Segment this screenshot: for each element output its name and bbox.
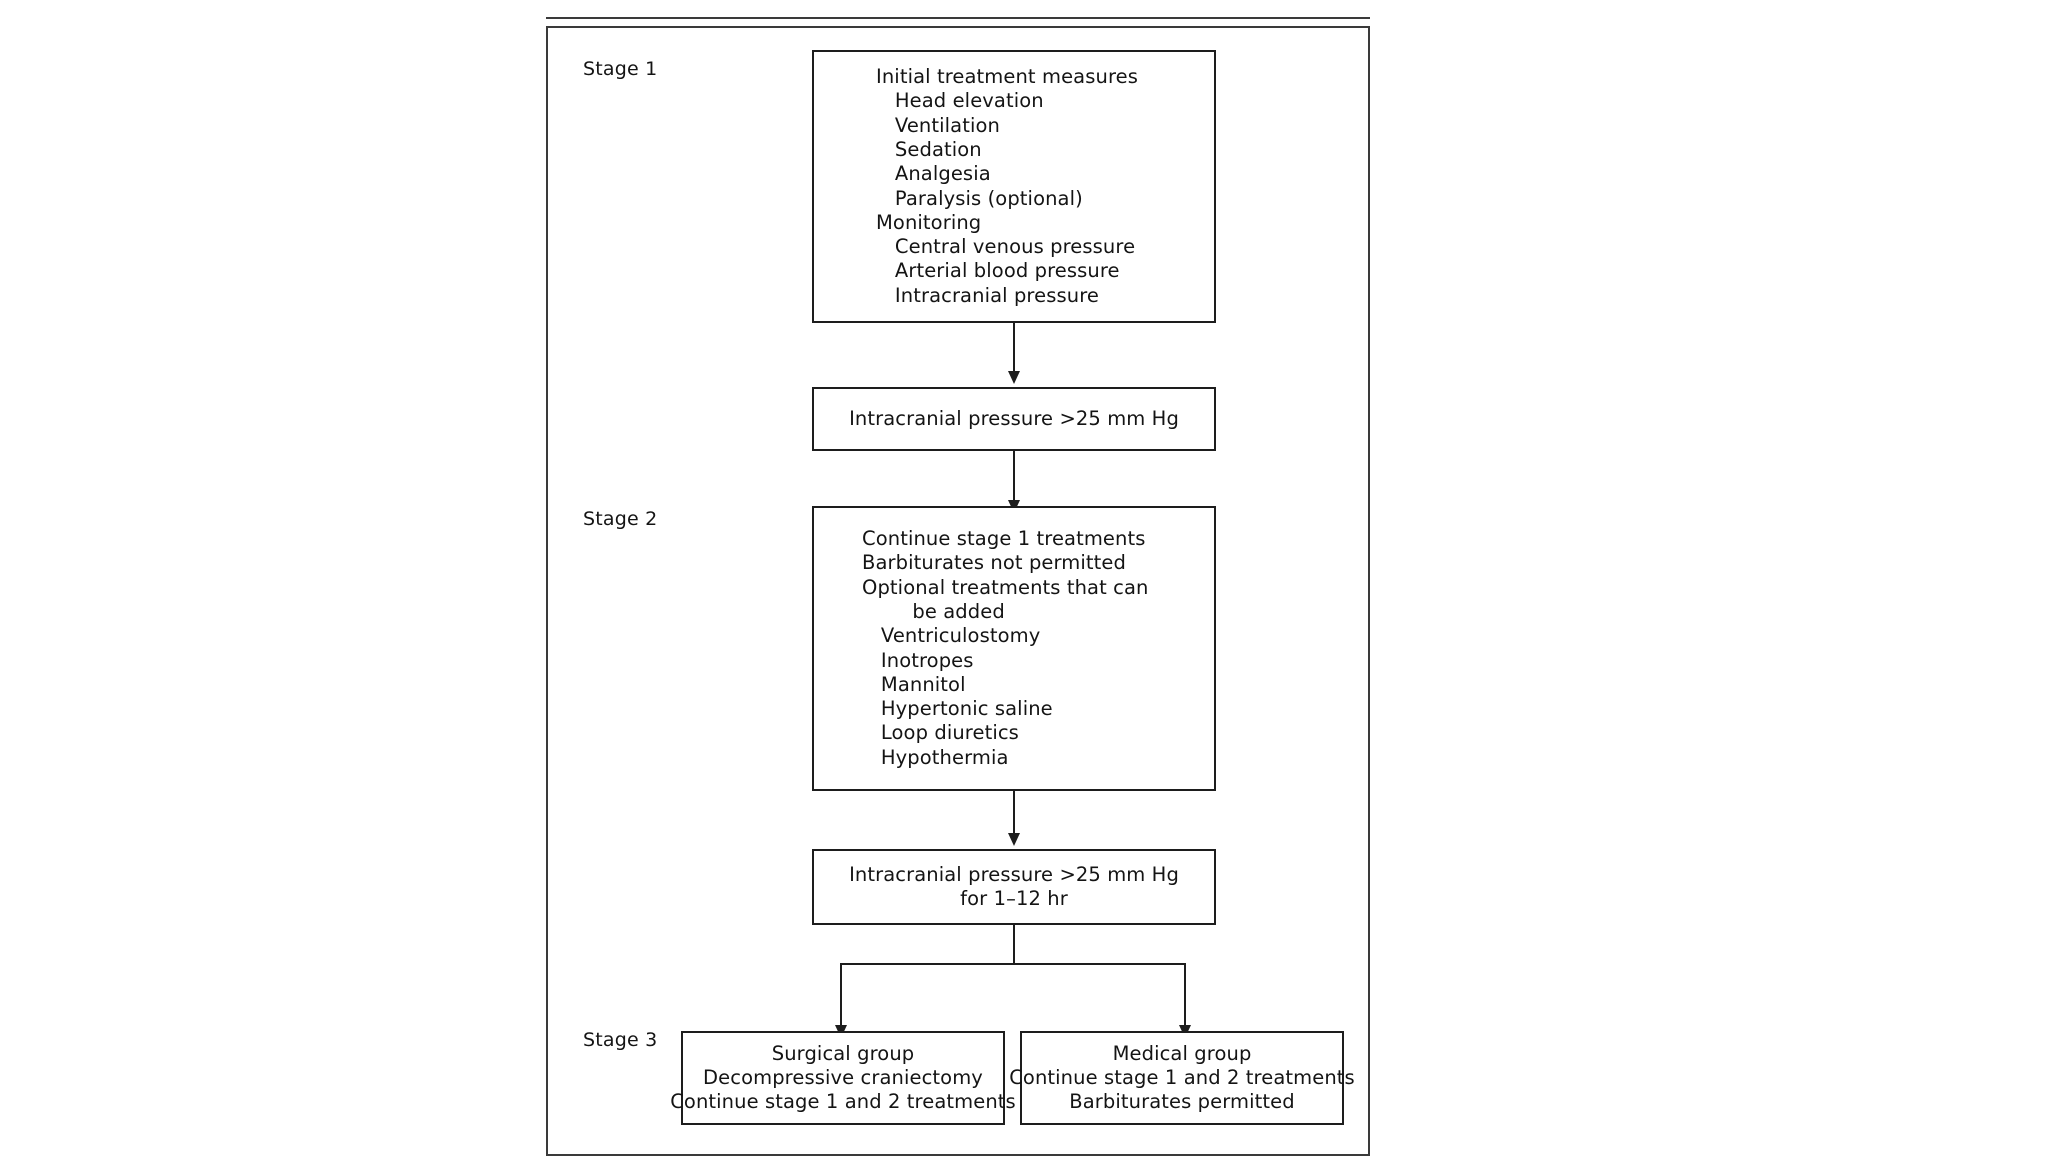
node-line: Surgical group [771, 1041, 915, 1065]
arrowhead-icon [1008, 371, 1020, 384]
initial-treatment-measures-box[interactable]: Initial treatment measures Head elevatio… [812, 50, 1216, 323]
stage-1-label: Stage 1 [583, 58, 658, 80]
surgical-group-box[interactable]: Surgical group Decompressive craniectomy… [670, 1031, 1016, 1125]
node-line: Central venous pressure [876, 235, 1136, 259]
node-line: Barbiturates permitted [1069, 1090, 1295, 1114]
node-line: Monitoring [876, 210, 982, 234]
node-line: Analgesia [876, 162, 991, 186]
stage-2-treatment-box[interactable]: Continue stage 1 treatments Barbiturates… [812, 506, 1216, 791]
connector-branch-right [1184, 963, 1186, 1029]
icp-threshold-box-2[interactable]: Intracranial pressure >25 mm Hg for 1–12… [812, 849, 1216, 925]
node-line: Sedation [876, 137, 982, 161]
node-line: Ventriculostomy [862, 624, 1041, 648]
node-line: be added [862, 599, 1005, 623]
connector-branch-bar [840, 963, 1186, 965]
stage-2-label: Stage 2 [583, 508, 658, 530]
node-line: Medical group [1112, 1041, 1252, 1065]
node-line: Ventilation [876, 113, 1000, 137]
node-line: Paralysis (optional) [876, 186, 1083, 210]
frame-top-double-rule [546, 17, 1370, 19]
node-line: Intracranial pressure [876, 283, 1099, 307]
node-line: Intracranial pressure >25 mm Hg [849, 406, 1179, 430]
connector-stage2-to-icp2 [1013, 791, 1015, 838]
arrowhead-icon [1008, 833, 1020, 846]
node-line: Arterial blood pressure [876, 259, 1120, 283]
connector-icp2-stem [1013, 925, 1015, 964]
node-line: Continue stage 1 and 2 treatments [670, 1090, 1016, 1114]
connector-initial-to-icp1 [1013, 323, 1015, 375]
node-line: Loop diuretics [862, 721, 1019, 745]
node-line: Intracranial pressure >25 mm Hg [849, 862, 1179, 886]
stage-3-label: Stage 3 [583, 1029, 658, 1051]
node-line: Continue stage 1 treatments [862, 527, 1146, 551]
node-line: Optional treatments that can [862, 575, 1149, 599]
node-line: Continue stage 1 and 2 treatments [1009, 1065, 1355, 1089]
medical-group-box[interactable]: Medical group Continue stage 1 and 2 tre… [1009, 1031, 1355, 1125]
connector-icp1-to-stage2 [1013, 451, 1015, 506]
node-line: Head elevation [876, 89, 1044, 113]
connector-branch-left [840, 963, 842, 1029]
node-line: Inotropes [862, 648, 974, 672]
node-line: Hypertonic saline [862, 697, 1053, 721]
node-line: Barbiturates not permitted [862, 551, 1126, 575]
node-line: Hypothermia [862, 745, 1009, 769]
node-line: Decompressive craniectomy [703, 1065, 983, 1089]
node-line: Initial treatment measures [876, 65, 1138, 89]
node-line: Mannitol [862, 672, 966, 696]
node-line: for 1–12 hr [960, 887, 1068, 910]
icp-threshold-box-1[interactable]: Intracranial pressure >25 mm Hg [812, 387, 1216, 451]
